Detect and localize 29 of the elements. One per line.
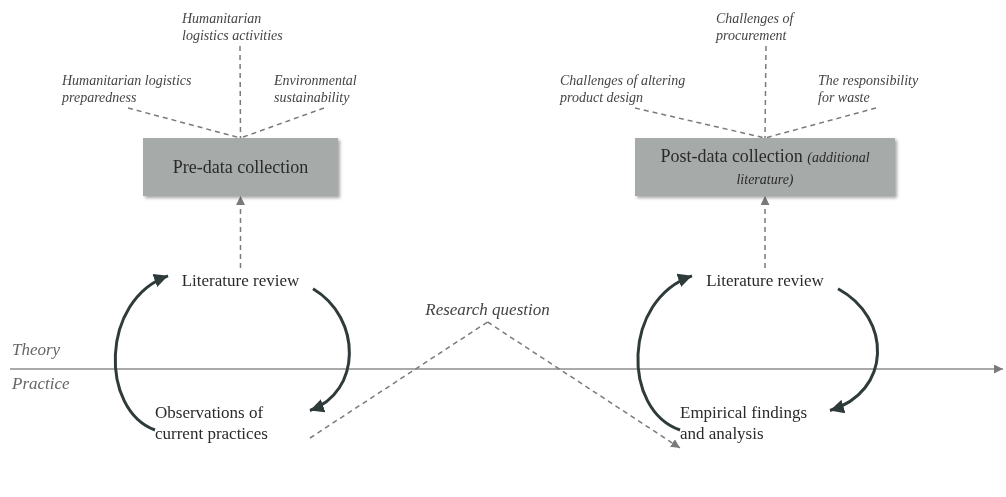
connector-line bbox=[634, 107, 766, 139]
question-text: Research question bbox=[425, 299, 550, 321]
box-label: Post-data collection (additional literature) bbox=[659, 144, 871, 189]
arrow bbox=[486, 321, 681, 449]
arrow bbox=[309, 287, 351, 412]
axis-label: Practice bbox=[12, 374, 70, 394]
stage-text: Literature review bbox=[706, 270, 824, 292]
arrow bbox=[236, 195, 245, 269]
connector-line bbox=[764, 107, 877, 139]
box-label: Pre-data collection bbox=[172, 155, 309, 179]
arrow bbox=[829, 287, 879, 412]
connector-line bbox=[239, 45, 242, 139]
process-box bbox=[635, 138, 895, 196]
topic-text: Humanitarian logistics activities bbox=[182, 9, 284, 45]
stage-text: Empirical findings and analysis bbox=[680, 401, 808, 445]
topic-text: Humanitarian logistics preparedness bbox=[62, 71, 193, 107]
connector-line bbox=[764, 45, 767, 139]
process-box bbox=[143, 138, 338, 196]
topic-text: Environmental sustainability bbox=[274, 71, 358, 107]
stage-text: Observations of current practices bbox=[155, 401, 269, 445]
stage-text: Literature review bbox=[181, 270, 300, 292]
arrow bbox=[636, 274, 693, 432]
connector-line bbox=[309, 321, 489, 439]
topic-text: The responsibility for waste bbox=[818, 71, 920, 107]
axis-label: Theory bbox=[12, 340, 61, 360]
topic-text: Challenges of altering product design bbox=[560, 71, 687, 107]
arrow bbox=[113, 274, 169, 432]
arrow bbox=[760, 195, 770, 269]
topic-text: Challenges of procurement bbox=[716, 9, 796, 45]
